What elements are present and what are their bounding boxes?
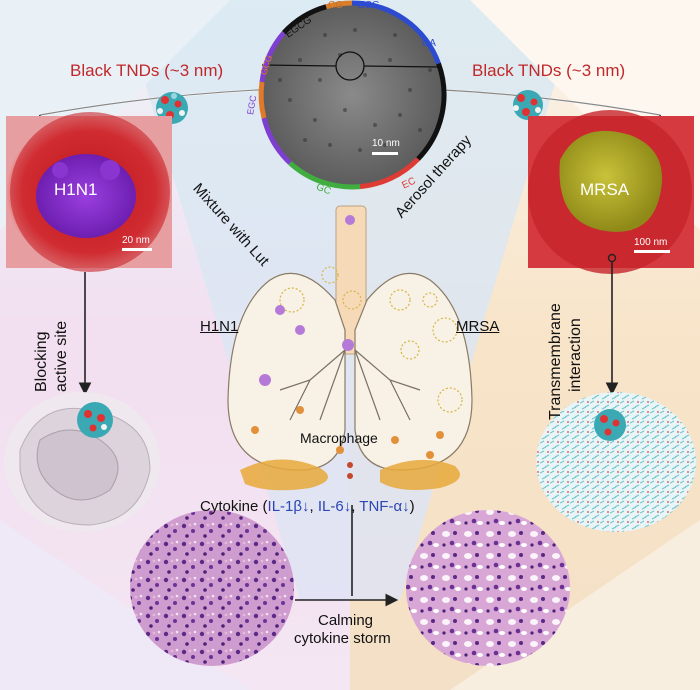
cytokine-sep1: , <box>309 498 318 515</box>
cytokine-il1: IL-1β↓ <box>267 498 310 515</box>
membrane-simulation-image <box>536 392 696 532</box>
h1n1-image-label: H1N1 <box>54 180 98 199</box>
mrsa-scale-label: 100 nm <box>634 237 668 248</box>
cytokine-label: Cytokine (IL-1β↓, IL-6↓, TNF-α↓) <box>200 498 415 515</box>
h1n1-scale-label: 20 nm <box>122 235 150 246</box>
transmembrane-label-line2: interaction <box>567 318 584 392</box>
mrsa-bacteria-image <box>528 110 694 274</box>
blocking-label-line2: active site <box>53 320 70 392</box>
lungs-illustration <box>227 205 473 491</box>
lung-mrsa-label: MRSA <box>456 318 500 335</box>
lung-h1n1-label: H1N1 <box>200 318 239 335</box>
protein-structure-image <box>4 392 160 532</box>
mrsa-image-label: MRSA <box>580 180 630 199</box>
blocking-label-line1: Blocking <box>33 331 50 392</box>
tem-nanodot-image <box>258 0 447 190</box>
cytokine-prefix: Cytokine ( <box>200 498 268 515</box>
h1n1-virus-image <box>6 112 172 272</box>
black-tnds-left-label: Black TNDs (~3 nm) <box>70 61 224 80</box>
black-tnds-right-label: Black TNDs (~3 nm) <box>472 61 626 80</box>
cytokine-suffix: ) <box>409 498 415 515</box>
cytokine-storm-label: cytokine storm <box>294 630 391 647</box>
tem-scale-label: 10 nm <box>372 138 400 149</box>
transmembrane-label-line1: Transmembrane <box>547 303 564 420</box>
macrophage-label: Macrophage <box>300 430 378 446</box>
nanodot-cluster-right <box>513 90 543 120</box>
histology-after-image <box>406 510 570 666</box>
ring-label-ecg: ECG <box>358 0 380 11</box>
cytokine-tnf: TNF-α↓ <box>359 498 410 515</box>
cytokine-il6: IL-6↓ <box>317 498 352 515</box>
cytokine-sep2: , <box>351 498 360 515</box>
calming-label: Calming <box>318 612 374 629</box>
ring-label-cg: CG <box>328 0 343 11</box>
ring-label-ca: CA <box>422 38 436 49</box>
histology-before-image <box>130 510 294 666</box>
